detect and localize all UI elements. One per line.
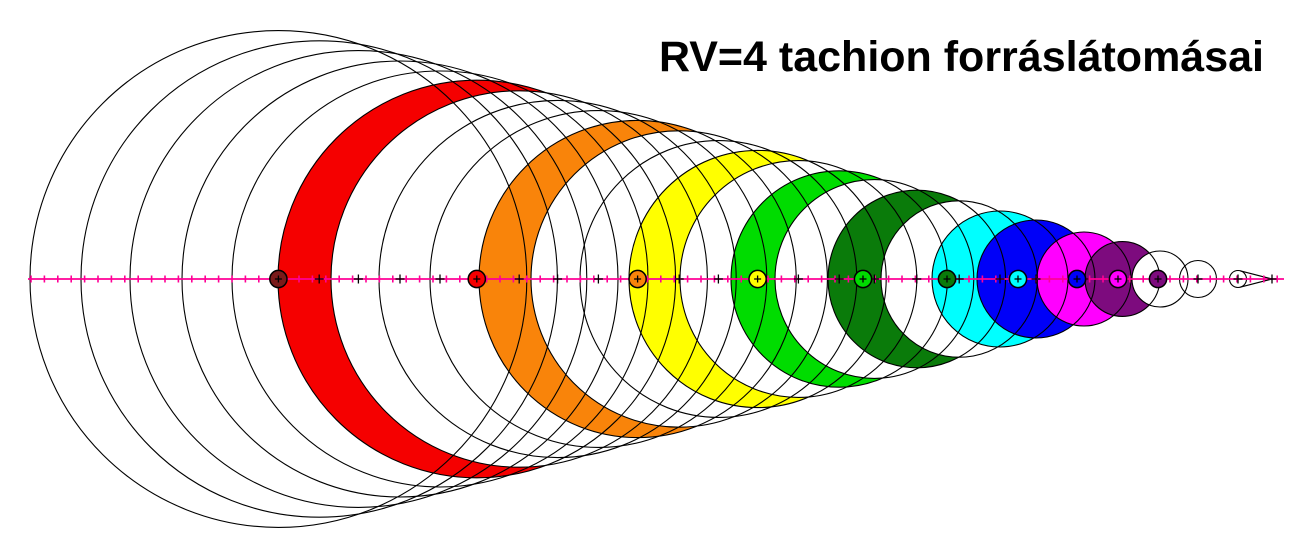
- mach-cone-upper-line: [1239, 270, 1273, 280]
- diagram-title: RV=4 tachion forráslátomásai: [658, 33, 1264, 81]
- mach-cone-lower-line: [1239, 278, 1273, 288]
